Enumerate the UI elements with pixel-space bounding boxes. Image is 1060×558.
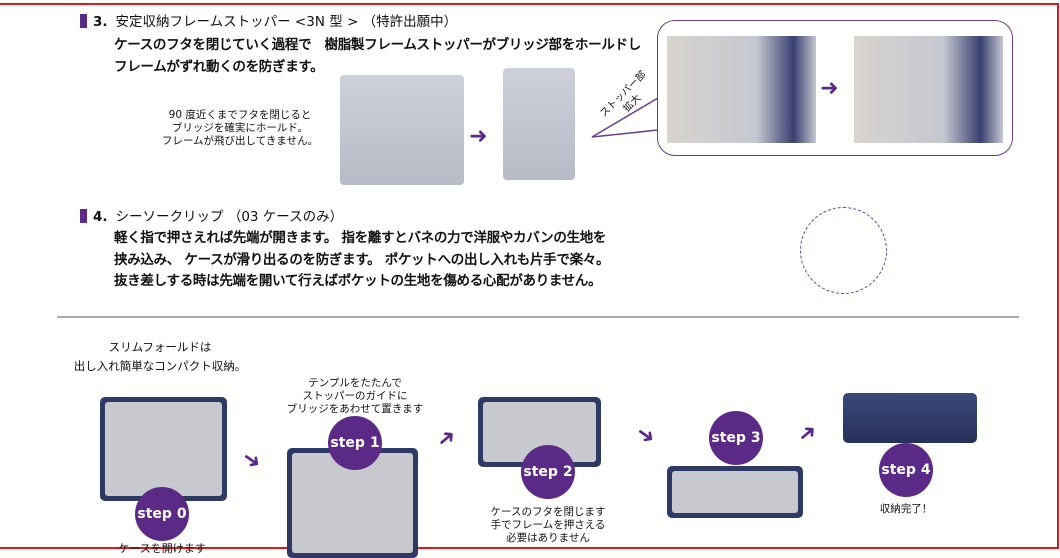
step0-caption: ケースを開けます [118,542,206,555]
step1-case-image [287,448,418,558]
step1-badge: step 1 [328,416,382,470]
step2-caption: ケースのフタを閉じます 手でフレームを押さえる 必要はありません [470,506,626,545]
step2-badge: step 2 [521,445,575,499]
body-line: 軽く指で押さえれば先端が開きます。 指を離すとバネの力で洋服やカバンの生地を [114,230,607,246]
section4-body: 軽く指で押さえれば先端が開きます。 指を離すとバネの力で洋服やカバンの生地を 挟… [114,228,609,293]
arrow-right-icon: ➜ [820,76,839,101]
intro-line: スリムフォールドは [108,340,212,354]
step1-caption: テンプルをたたんで ストッパーのガイドに ブリッジをあわせて置きます [275,377,435,416]
divider [57,316,1019,318]
step0-badge: step 0 [135,487,189,541]
section-number: 4. [93,209,108,225]
caption-line: 90 度近くまでフタを閉じると [168,109,312,121]
section4-heading: 4. シーソークリップ （03 ケースのみ） [80,205,343,225]
page-frame [0,3,1059,549]
section3-heading: 3. 安定収納フレームストッパー <3N 型 > （特許出願中） [80,10,457,30]
stopper-before-photo [667,36,816,143]
body-line: ケースのフタを閉じていく過程で 樹脂製フレームストッパーがブリッジ部をホールドし [114,37,641,53]
step4-caption: 収納完了！ [879,503,933,515]
step3-badge: step 3 [709,411,763,465]
section-number: 3. [93,14,108,30]
intro-line: 出し入れ簡単なコンパクト収納。 [73,359,247,373]
closing-case-photo [503,68,575,180]
section3-body: ケースのフタを閉じていく過程で 樹脂製フレームストッパーがブリッジ部をホールドし… [114,35,641,78]
caption-line: ブリッジをあわせて置きます [286,403,424,415]
step0-case-image [100,397,227,501]
heading-bar [80,209,87,223]
intro-text: スリムフォールドは 出し入れ簡単なコンパクト収納。 [50,338,270,376]
section-title: シーソークリップ （03 ケースのみ） [115,209,344,225]
open-case-photo [340,75,464,185]
caption-line: フレームが飛び出してきません。 [161,135,319,147]
section3-caption: 90 度近くまでフタを閉じると ブリッジを確実にホールド。 フレームが飛び出して… [150,109,330,148]
stopper-after-photo [854,36,1003,143]
step3-case-image [667,466,803,518]
caption-line: テンプルをたたんで [308,377,402,389]
step4-closed-case-image [843,393,977,443]
body-line: フレームがずれ動くのを防ぎます。 [114,58,324,75]
caption-line: ストッパーのガイドに [302,390,408,402]
body-line: 抜き差しする時は先端を開いて行えばポケットの生地を傷める心配がありません。 [114,273,602,289]
caption-line: 手でフレームを押さえる [490,519,606,531]
heading-bar [80,14,87,28]
caption-line: 必要はありません [506,532,590,544]
section-title: 安定収納フレームストッパー <3N 型 > （特許出願中） [115,14,458,30]
caption-line: ブリッジを確実にホールド。 [171,122,309,134]
dashed-circle [800,207,887,294]
caption-line: ケースのフタを閉じます [490,506,606,518]
step4-badge: step 4 [879,443,933,497]
arrow-right-icon: ➜ [469,124,488,149]
body-line: 挟み込み、 ケースが滑り出るのを防ぎます。 ポケットへの出し入れも片手で楽々。 [114,251,610,268]
